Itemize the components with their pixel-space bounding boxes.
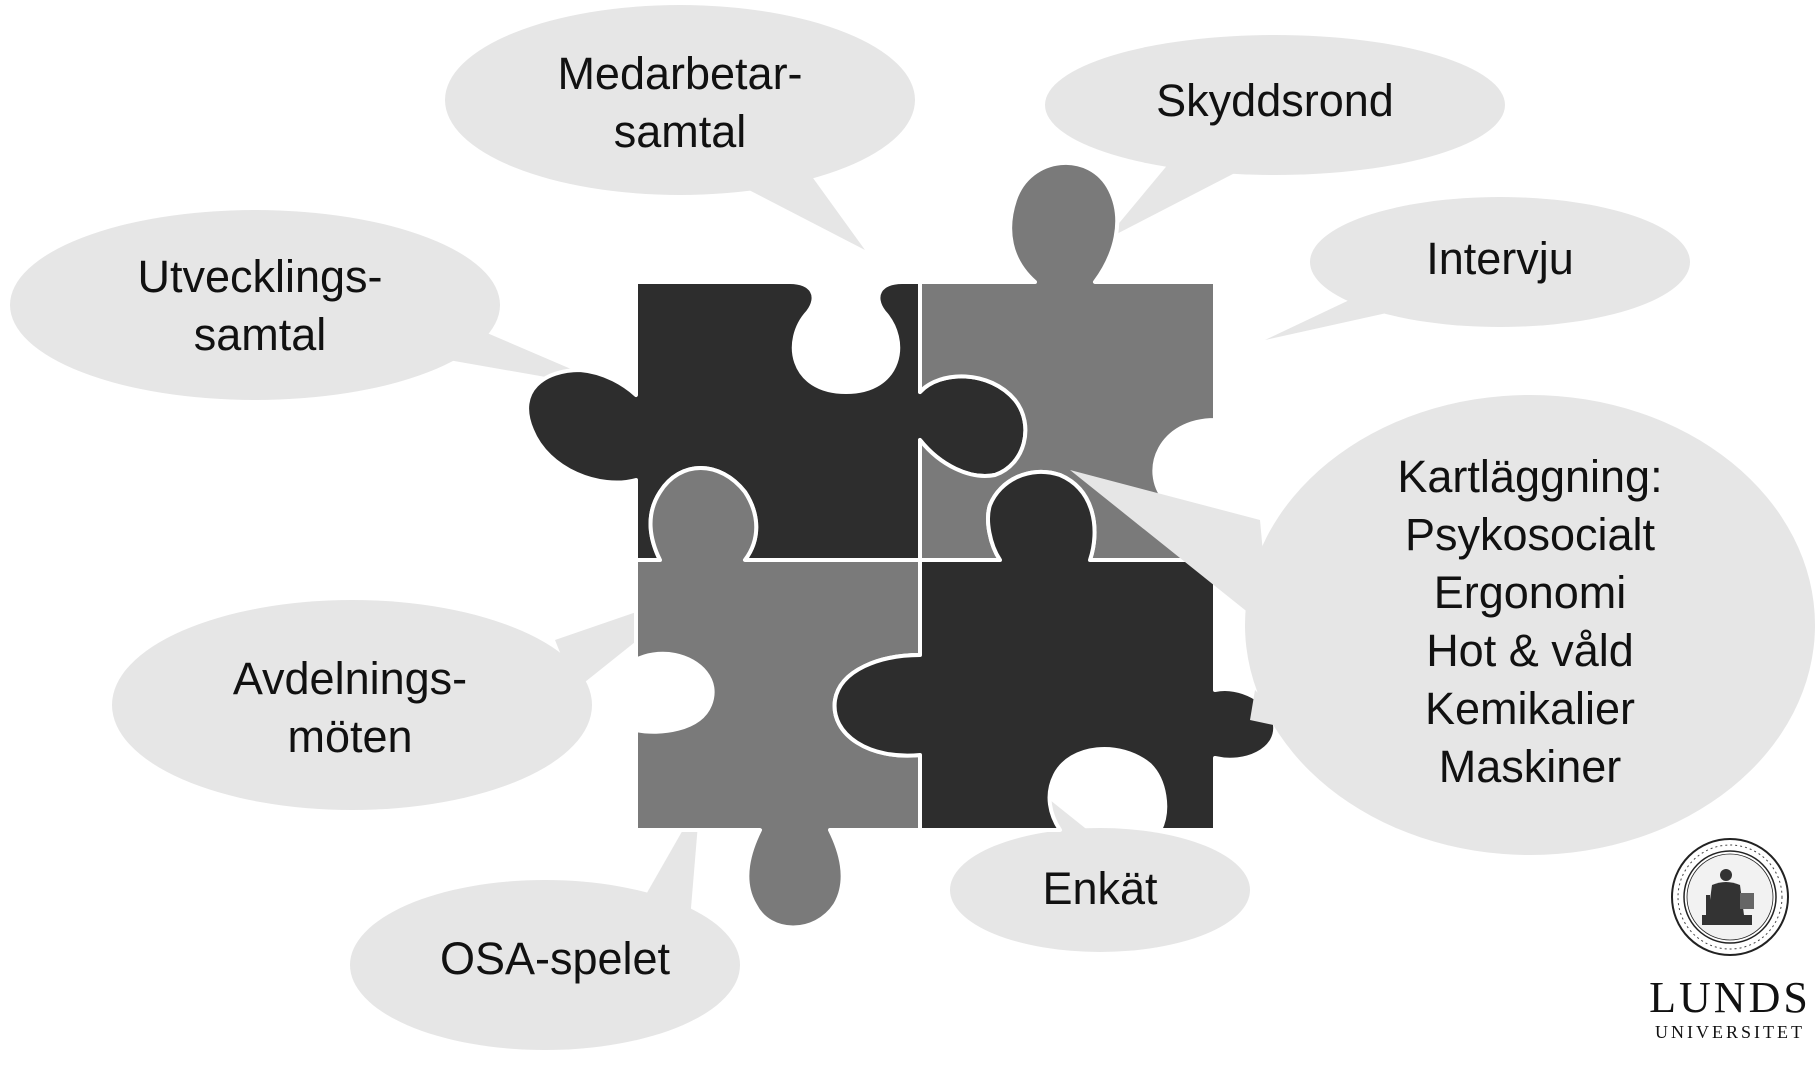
label-line: samtal xyxy=(540,103,820,161)
puzzle xyxy=(527,163,1275,928)
wordmark-lunds: LUNDS xyxy=(1640,972,1820,1023)
label-enkat: Enkät xyxy=(1000,860,1200,918)
seal-icon xyxy=(1640,835,1820,965)
bubble-osa-spelet xyxy=(350,800,740,1050)
label-line: Hot & våld xyxy=(1360,622,1700,680)
label-line: Skyddsrond xyxy=(1120,72,1430,130)
label-line: Kemikalier xyxy=(1360,680,1700,738)
label-line: Intervju xyxy=(1380,230,1620,288)
label-kartlaggning: Kartläggning: Psykosocialt Ergonomi Hot … xyxy=(1360,448,1700,796)
label-line: Ergonomi xyxy=(1360,564,1700,622)
label-line: OSA-spelet xyxy=(410,930,700,988)
label-line: möten xyxy=(200,708,500,766)
label-line: Kartläggning: xyxy=(1360,448,1700,506)
wordmark-universitet: UNIVERSITET xyxy=(1640,1022,1820,1043)
label-line: Utvecklings- xyxy=(110,248,410,306)
university-logo: LUNDS UNIVERSITET xyxy=(1640,835,1820,1067)
label-skyddsrond: Skyddsrond xyxy=(1120,72,1430,130)
label-osa-spelet: OSA-spelet xyxy=(410,930,700,988)
label-line: Medarbetar- xyxy=(540,45,820,103)
label-utvecklingssamtal: Utvecklings- samtal xyxy=(110,248,410,364)
label-line: Maskiner xyxy=(1360,738,1700,796)
label-medarbetarsamtal: Medarbetar- samtal xyxy=(540,45,820,161)
label-intervju: Intervju xyxy=(1380,230,1620,288)
label-avdelningsmoten: Avdelnings- möten xyxy=(200,650,500,766)
label-line: samtal xyxy=(110,306,410,364)
label-line: Avdelnings- xyxy=(200,650,500,708)
label-line: Psykosocialt xyxy=(1360,506,1700,564)
label-line: Enkät xyxy=(1000,860,1200,918)
